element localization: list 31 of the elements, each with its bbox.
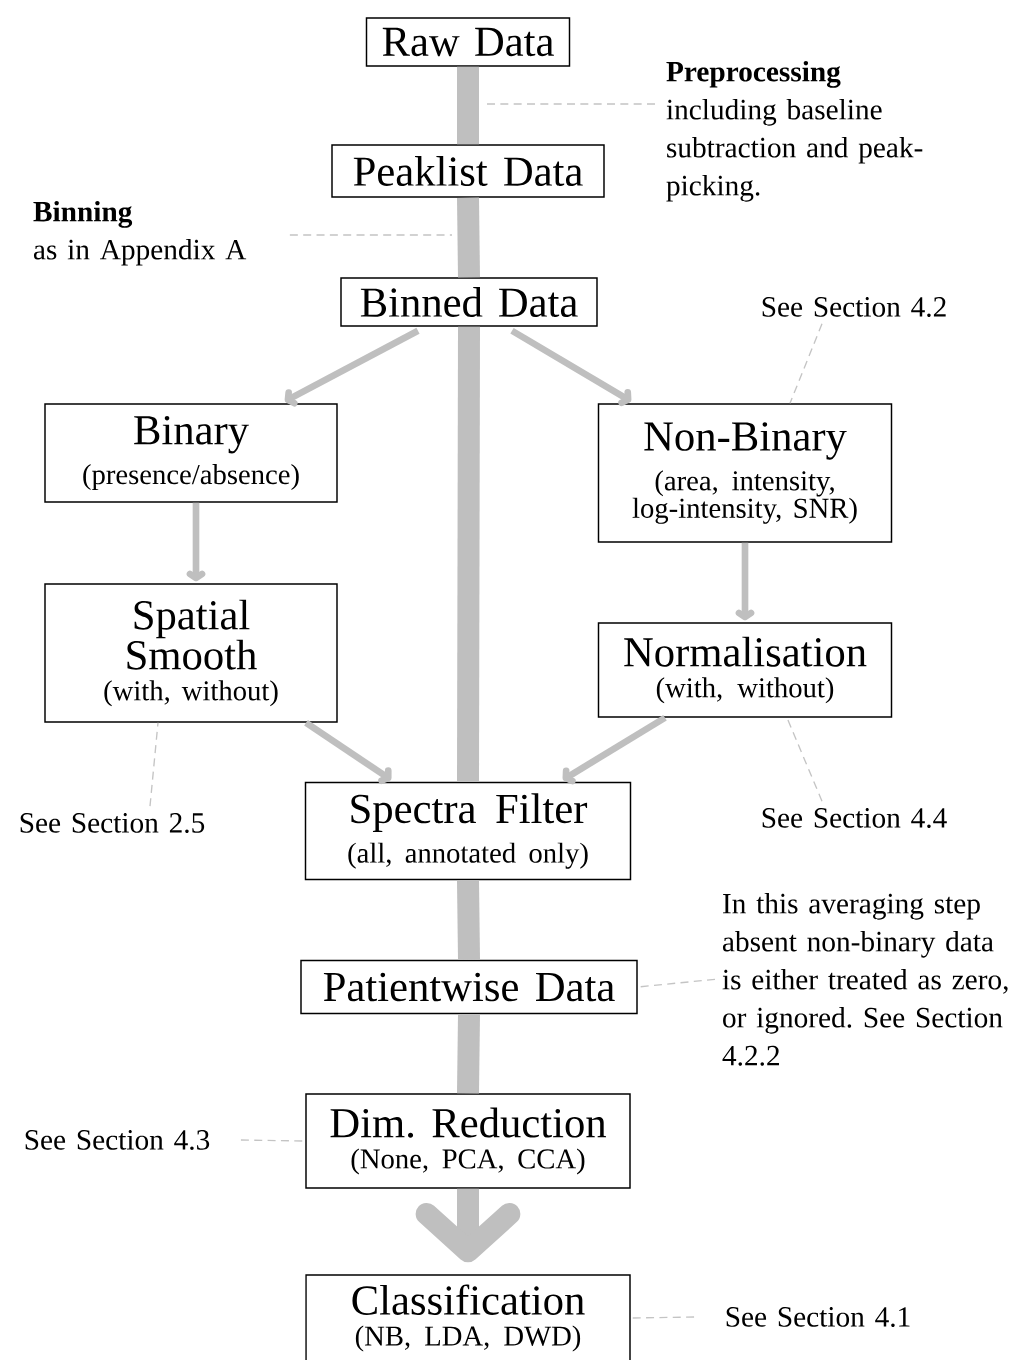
annotation-text: See Section 4.3: [25, 1130, 210, 1150]
arrow: [735, 542, 755, 621]
process-box: Binned Data: [340, 277, 598, 327]
annotation-text: See Section 2.5: [20, 813, 205, 833]
annotation-text: See Section 4.1: [726, 1307, 910, 1327]
leader-line: [149, 722, 159, 807]
process-box: Dim. Reduction (None, PCA, CCA): [305, 1093, 631, 1189]
process-box: Non-Binary (area, intensity, log-intensity, SNR): [597, 403, 893, 543]
annotation-text: See Section 4.2: [762, 297, 946, 317]
process-box: Spectra Filter (all, annotated only): [304, 781, 632, 881]
process-box: Classification (NB, LDA, DWD): [305, 1274, 631, 1360]
process-box: Raw Data: [365, 17, 571, 67]
leader-line: [486, 103, 656, 105]
arrow: [284, 327, 420, 407]
leader-line: [289, 234, 453, 236]
arrow: [510, 327, 632, 407]
leader-line: [630, 1316, 695, 1319]
process-box: Spatial Smooth (with, without): [44, 583, 338, 723]
annotation-text: Preprocessing including baseline subtraction and peak-picking.: [666, 60, 923, 202]
process-box: Peaklist Data: [331, 144, 605, 198]
arrow: [562, 714, 667, 785]
process-box: Patientwise Data: [300, 959, 638, 1015]
process-box: Normalisation (with, without): [597, 622, 893, 718]
process-box: Binary (presence/absence): [44, 403, 338, 503]
arrow: [304, 719, 392, 784]
annotation-text: See Section 4.4: [762, 808, 947, 828]
annotation-text: Binning as in Appendix A: [33, 200, 247, 266]
leader-line: [786, 717, 823, 802]
annotation-text: In this averaging step absent non-binary data is either treated as zero, or ignored. See Section 4.2.2: [722, 892, 1008, 1066]
leader-line: [789, 323, 823, 404]
arrow: [186, 502, 206, 582]
